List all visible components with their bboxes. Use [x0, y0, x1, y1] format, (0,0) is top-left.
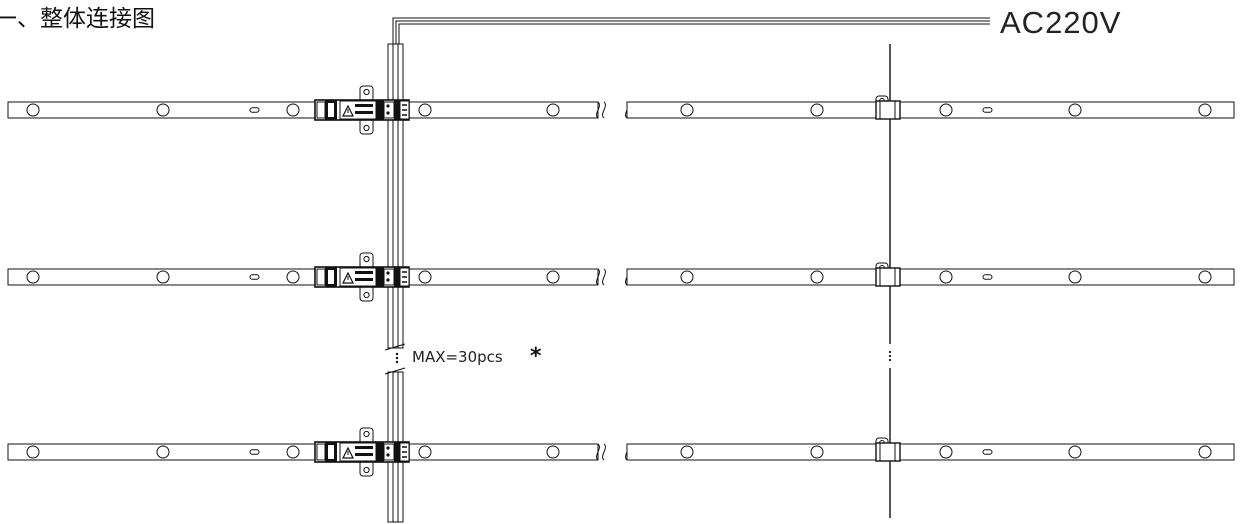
light-bar-right-segment [625, 443, 1235, 461]
light-bar-row-1 [7, 85, 1235, 135]
left-cable-bundle [384, 43, 406, 523]
power-cable [392, 17, 990, 44]
power-connector [314, 427, 410, 477]
light-bar-left-segment [7, 443, 606, 461]
wire-clip [875, 262, 901, 287]
power-label: AC220V [1000, 5, 1121, 40]
power-connector [314, 252, 410, 302]
max-quantity-note-mark: * [530, 344, 542, 369]
light-bar-row-3 [7, 427, 1235, 477]
light-bar-left-segment [7, 101, 606, 119]
light-bar-row-2 [7, 252, 1235, 302]
light-bar-right-segment [625, 268, 1235, 286]
power-connector [314, 85, 410, 135]
diagram-title: 一、整体连接图 [0, 6, 155, 32]
wire-clip [875, 437, 901, 462]
light-bar-left-segment [7, 268, 606, 286]
wire-clip [875, 95, 901, 120]
max-quantity-label: MAX=30pcs [412, 348, 503, 366]
light-bar-right-segment [625, 101, 1235, 119]
